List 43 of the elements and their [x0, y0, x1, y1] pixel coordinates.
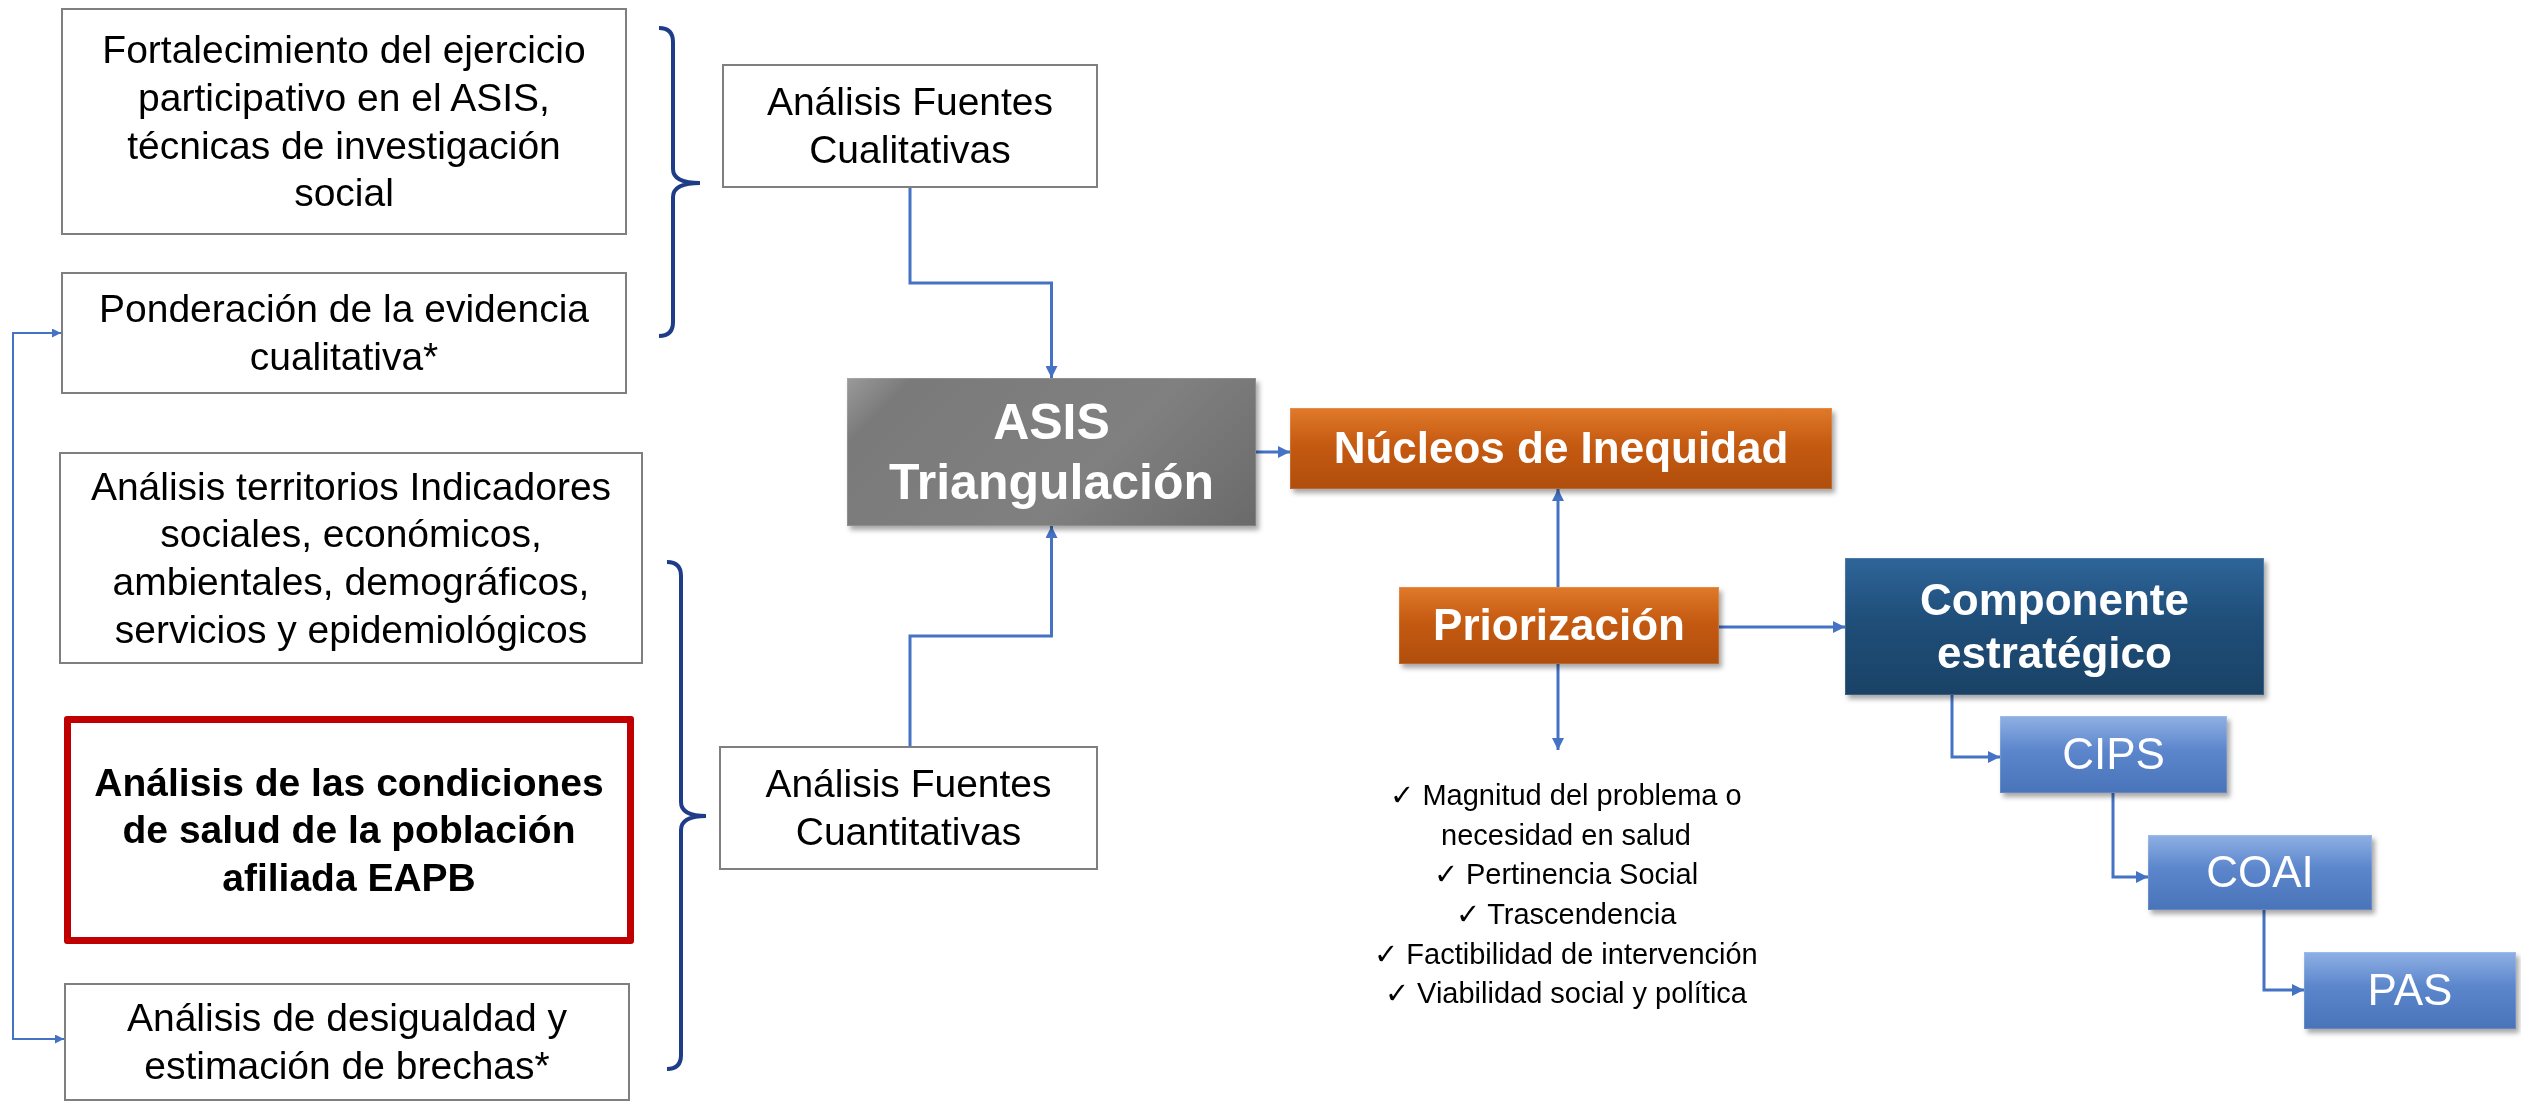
process-box	[719, 746, 1098, 870]
process-box	[1399, 587, 1719, 664]
box-label: Análisis territorios Indicadores sociales, económicos, ambientales, demográficos, servicios y epidemiológicos	[89, 463, 613, 653]
process-box	[2148, 835, 2372, 910]
criteria-item: ✓ Viabilidad social y política	[1385, 976, 1747, 1012]
process-box	[59, 452, 643, 664]
arrow	[1552, 664, 1564, 750]
process-box	[722, 64, 1098, 188]
box-label: Componente estratégico	[1919, 573, 2190, 679]
process-box	[61, 8, 627, 235]
criteria-item: ✓ Magnitud del problema o necesidad en salud	[1389, 777, 1743, 853]
box-label: Análisis Fuentes Cualitativas	[765, 79, 1055, 173]
arrow	[1552, 489, 1564, 587]
arrow	[2262, 910, 2304, 996]
arrow	[1950, 695, 2000, 763]
arrow	[908, 526, 1058, 746]
process-box	[2304, 952, 2516, 1029]
arrow	[1719, 621, 1845, 633]
box-label: Ponderación de la evidencia cualitativa*	[98, 286, 590, 380]
arrow	[12, 328, 65, 1044]
box-label: Análisis de las condiciones de salud de la población afiliada EAPB	[93, 759, 605, 901]
box-label: Análisis de desigualdad y estimación de brechas*	[125, 995, 569, 1089]
box-label: CIPS	[2062, 728, 2165, 781]
criteria-item: ✓ Trascendencia	[1455, 897, 1677, 932]
arrow	[1256, 446, 1290, 458]
process-box	[1845, 558, 2264, 695]
box-label: Priorización	[1433, 599, 1685, 652]
box-label: Núcleos de Inequidad	[1333, 422, 1789, 475]
criteria-item: ✓ Factibilidad de intervención	[1374, 936, 1758, 972]
process-box	[64, 983, 630, 1101]
process-box	[61, 272, 627, 394]
process-box	[2000, 716, 2227, 793]
box-label: ASIS Triangulación	[887, 393, 1216, 512]
box-label: Fortalecimiento del ejercicio participativo en el ASIS, técnicas de investigación social	[101, 27, 587, 217]
process-box	[847, 378, 1256, 526]
criteria-item: ✓ Pertinencia Social	[1433, 857, 1699, 893]
arrow	[2111, 793, 2148, 883]
arrow	[908, 188, 1058, 378]
box-label: PAS	[2367, 964, 2453, 1017]
highlighted-box	[64, 716, 634, 944]
box-label: Análisis Fuentes Cuantitativas	[764, 761, 1053, 855]
box-label: COAI	[2206, 846, 2314, 899]
process-box	[1290, 408, 1832, 489]
